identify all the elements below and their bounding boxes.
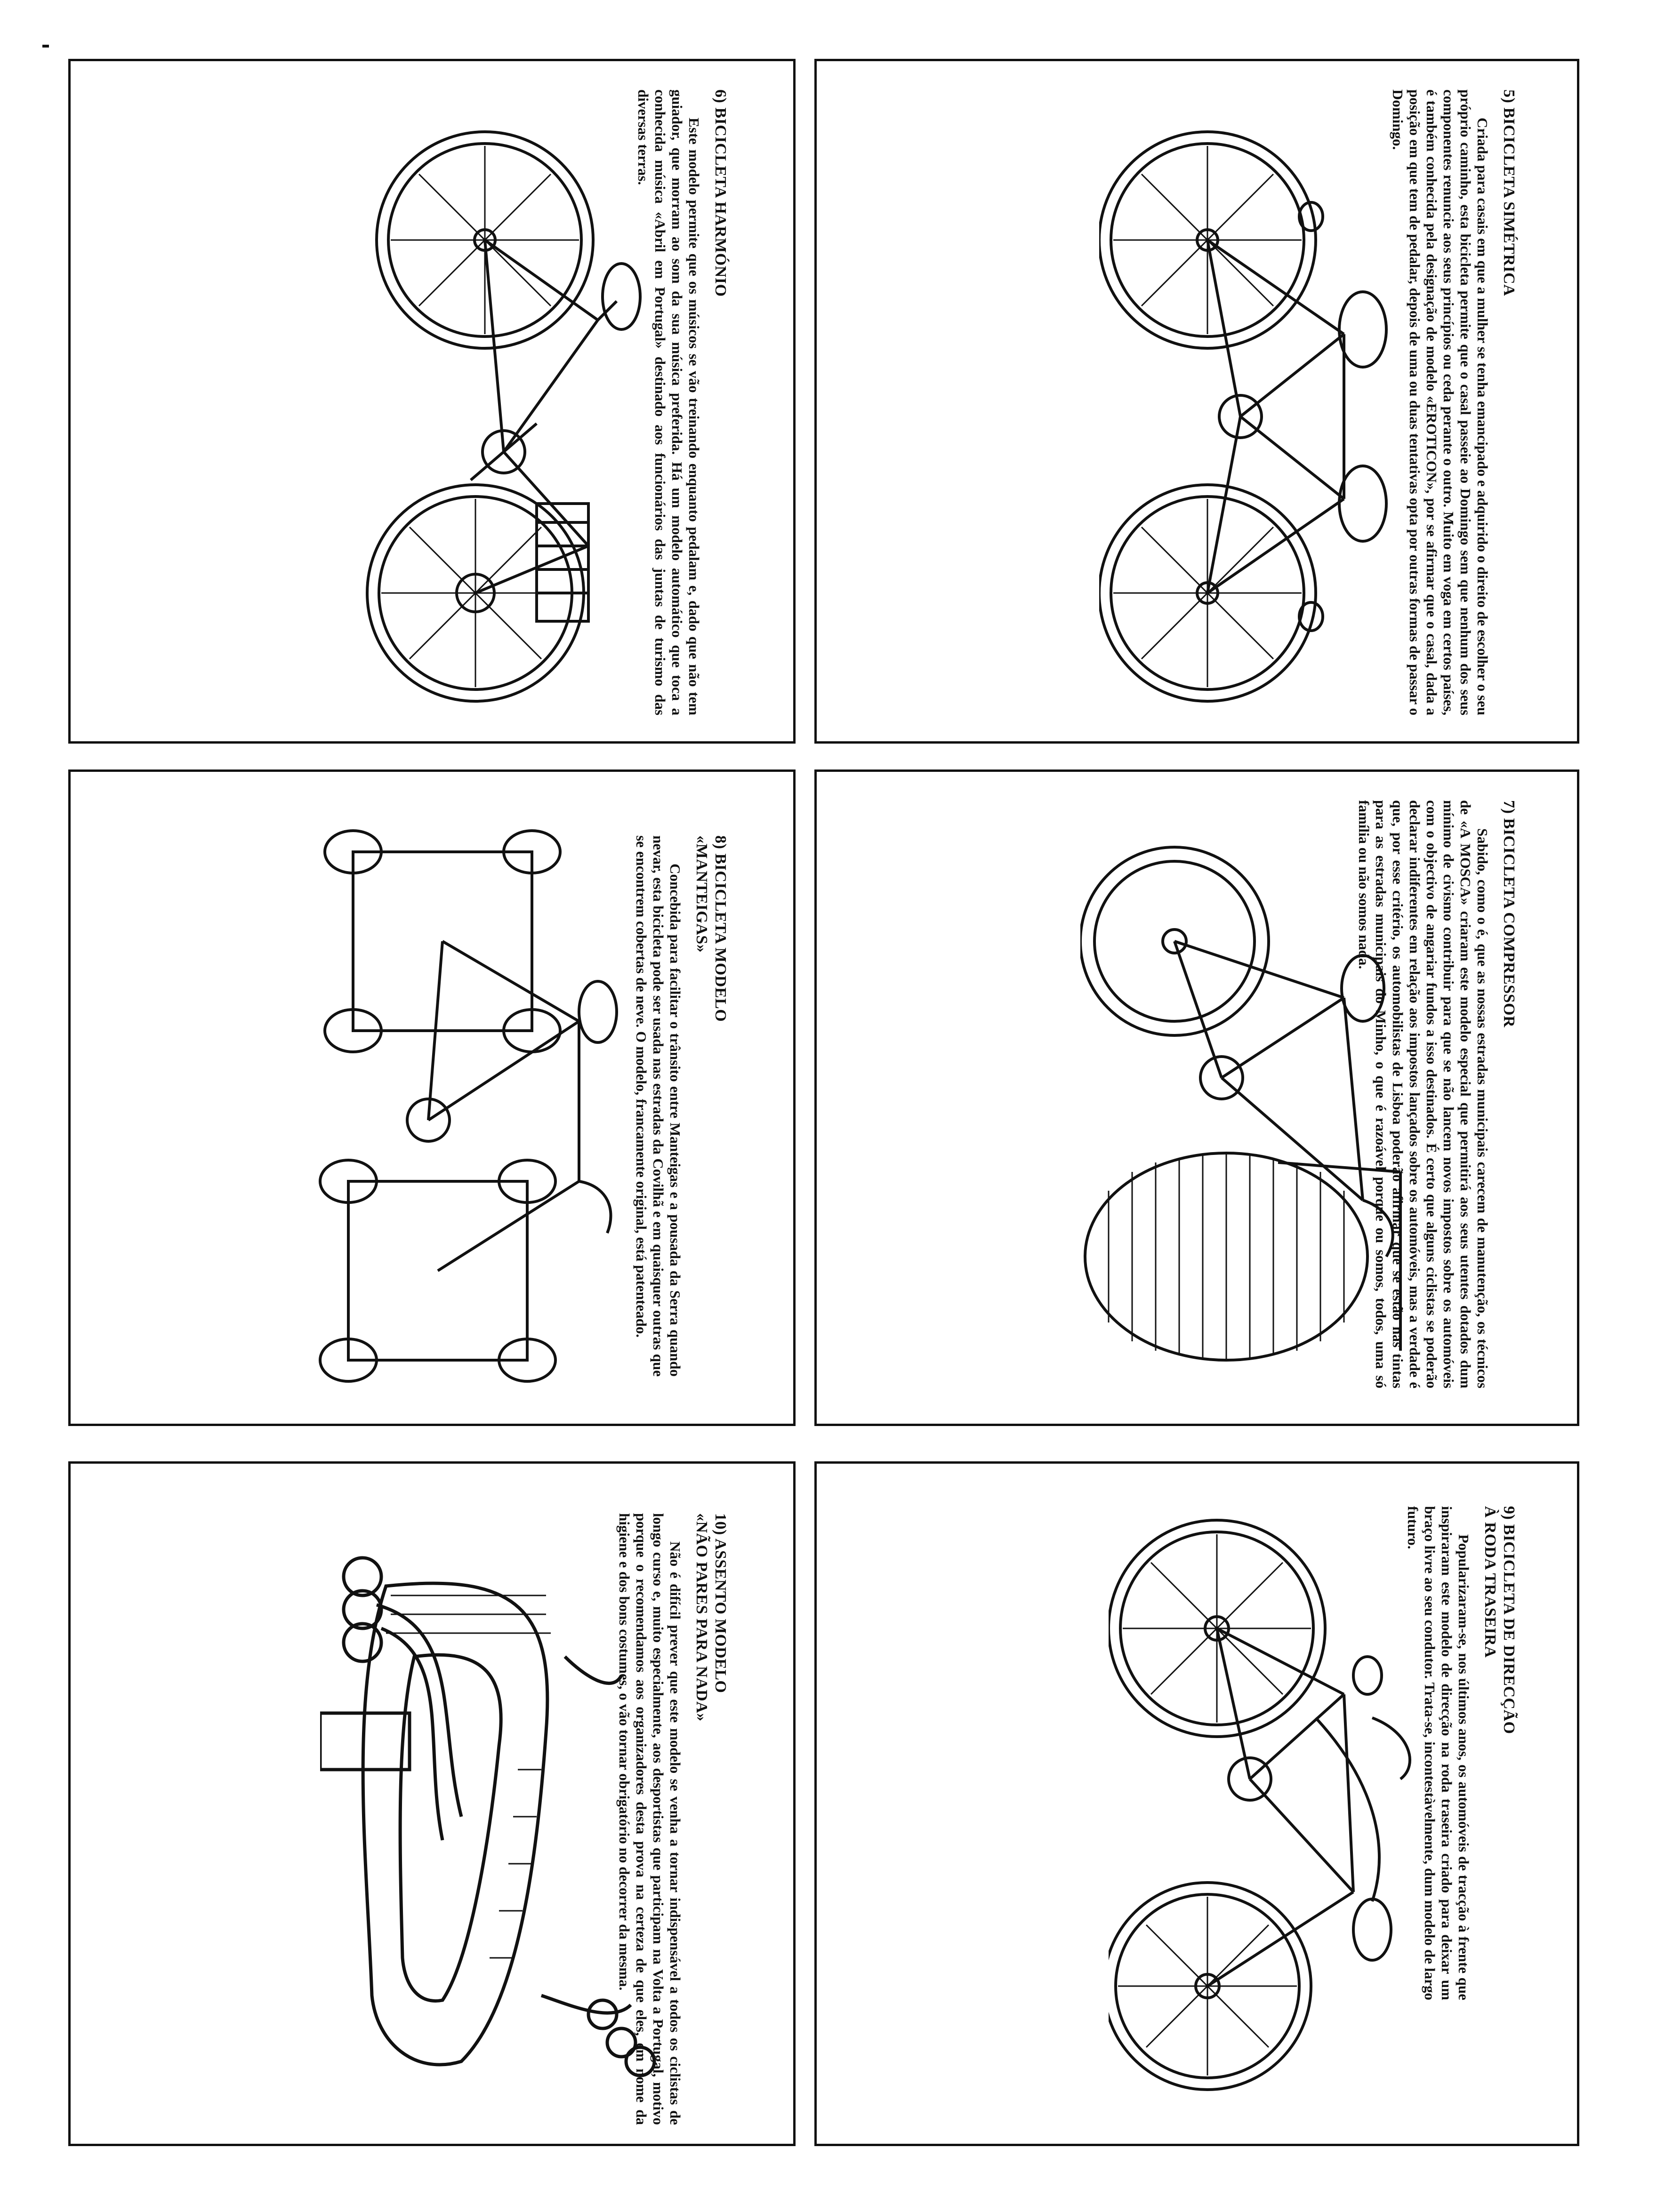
panel-bicicleta-compressor: 7) BICICLETA COMPRESSOR Sabido, como o é…: [814, 769, 1579, 1426]
panel-title: 5) BICICLETA SIMÉTRICA: [1500, 89, 1518, 297]
rear-steering-bicycle-illustration: [1109, 1519, 1411, 2091]
panel-bicicleta-direccao: 9) BICICLETA DE DIRECÇÃO À RODA TRASEIRA…: [814, 1461, 1579, 2146]
panel-title: 6) BICICLETA HARMÓNIO: [712, 89, 729, 297]
bicycle-illustration: [366, 130, 642, 703]
roller-bicycle-illustration: [1080, 846, 1402, 1362]
saddle-illustration: [320, 1556, 656, 2077]
panel-title: 9) BICICLETA DE DIRECÇÃO À RODA TRASEIRA: [1481, 1506, 1518, 1734]
panel-assento-modelo: 10) ASSENTO MODELO «NÃO PARES PARA NADA»…: [68, 1461, 796, 2146]
panel-title: 8) BICICLETA MODELO «MANTEIGAS»: [693, 835, 729, 1022]
panel-bicicleta-harmonio: 6) BICICLETA HARMÓNIO Este modelo permit…: [68, 59, 796, 744]
bicycle-illustration: [1099, 130, 1388, 703]
panel-title: 7) BICICLETA COMPRESSOR: [1500, 800, 1518, 1028]
panel-bicicleta-manteigas: 8) BICICLETA MODELO «MANTEIGAS» Concebid…: [68, 769, 796, 1426]
snow-bicycle-illustration: [319, 829, 618, 1383]
panel-bicicleta-simetrica: 5) BICICLETA SIMÉTRICA Criada para casai…: [814, 59, 1579, 744]
panel-title: 10) ASSENTO MODELO «NÃO PARES PARA NADA»: [693, 1513, 729, 1722]
scan-mark: [42, 45, 49, 48]
